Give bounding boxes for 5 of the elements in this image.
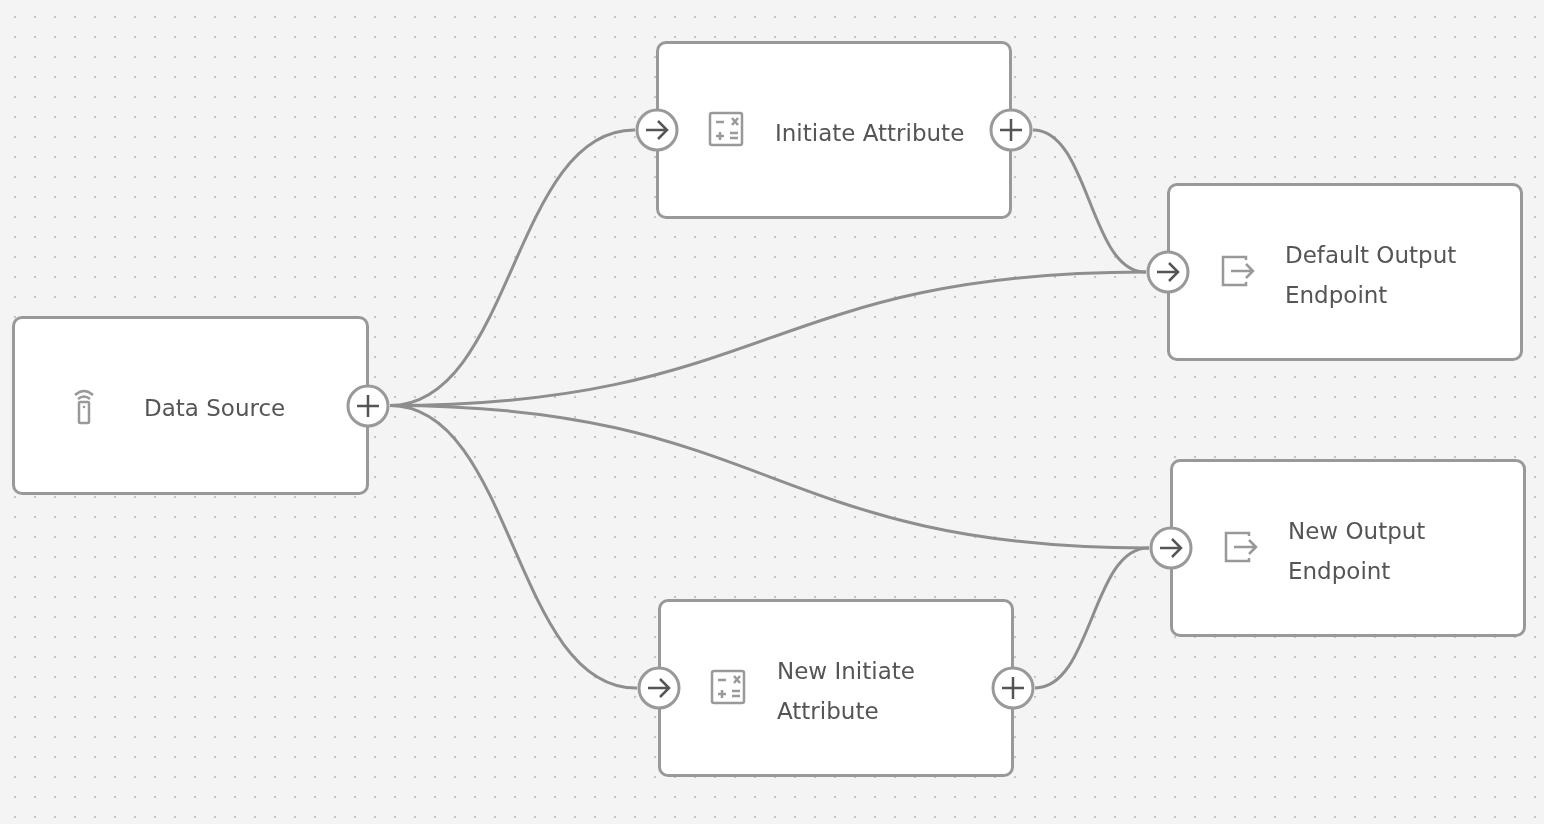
node-label: Data Source [144, 394, 287, 423]
node-label: New Output Endpoint [1288, 517, 1427, 586]
node-label: Default Output Endpoint [1285, 241, 1458, 310]
node-label: New Initiate Attribute [777, 657, 916, 726]
node-label: Initiate Attribute [775, 119, 966, 148]
